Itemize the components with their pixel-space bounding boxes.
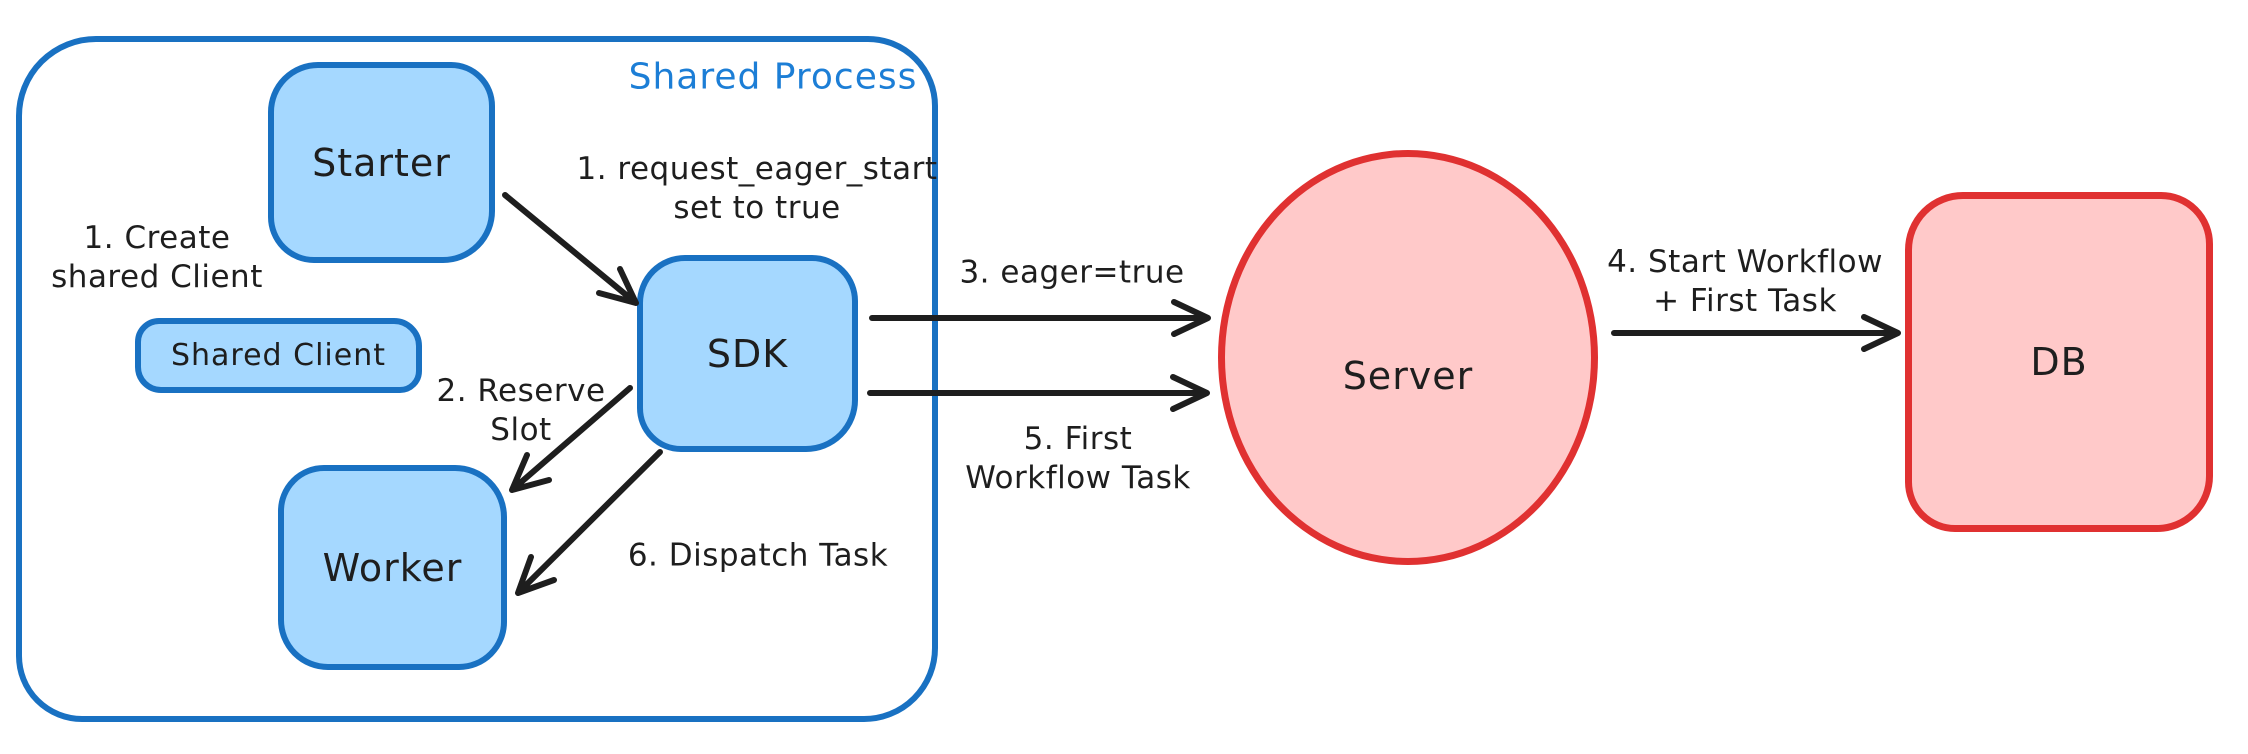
annotation-line: set to true [673,190,841,226]
annotation-first-workflow-task: 5. First Workflow Task [965,420,1191,498]
node-worker: Worker [278,465,507,670]
annotation-line: 4. Start Workflow [1607,244,1883,280]
annotation-line: 6. Dispatch Task [627,537,889,574]
node-db: DB [1905,192,2213,532]
annotation-request-eager-start: 1. request_eager_start set to true [576,150,937,228]
node-sdk: SDK [637,255,858,452]
annotation-line: shared Client [51,259,263,295]
annotation-line: 2. Reserve [436,373,606,409]
annotation-line: Workflow Task [965,460,1191,496]
shared-process-label: Shared Process [628,56,918,98]
annotation-reserve-slot: 2. Reserve Slot [436,372,605,450]
node-starter-label: Starter [312,140,451,185]
node-server: Server [1218,150,1598,565]
node-shared-client-label: Shared Client [170,338,386,373]
node-starter: Starter [268,62,495,263]
annotation-create-shared-client: 1. Create shared Client [51,219,263,297]
annotation-line: 3. eager=true [959,254,1185,291]
node-db-label: DB [2030,340,2088,384]
annotation-line: + First Task [1653,283,1837,319]
annotation-line: 5. First [1023,421,1133,457]
annotation-dispatch-task: 6. Dispatch Task [628,537,888,576]
arrow-start-workflow [1611,314,1901,352]
node-sdk-label: SDK [706,331,789,376]
node-server-label: Server [1342,353,1474,398]
annotation-start-workflow: 4. Start Workflow + First Task [1607,243,1883,321]
node-shared-client: Shared Client [135,318,422,393]
annotation-eager-true: 3. eager=true [959,254,1184,293]
annotation-line: 1. Create [83,220,231,256]
annotation-line: Slot [490,412,552,448]
annotation-line: 1. request_eager_start [576,151,938,187]
node-worker-label: Worker [322,545,463,590]
